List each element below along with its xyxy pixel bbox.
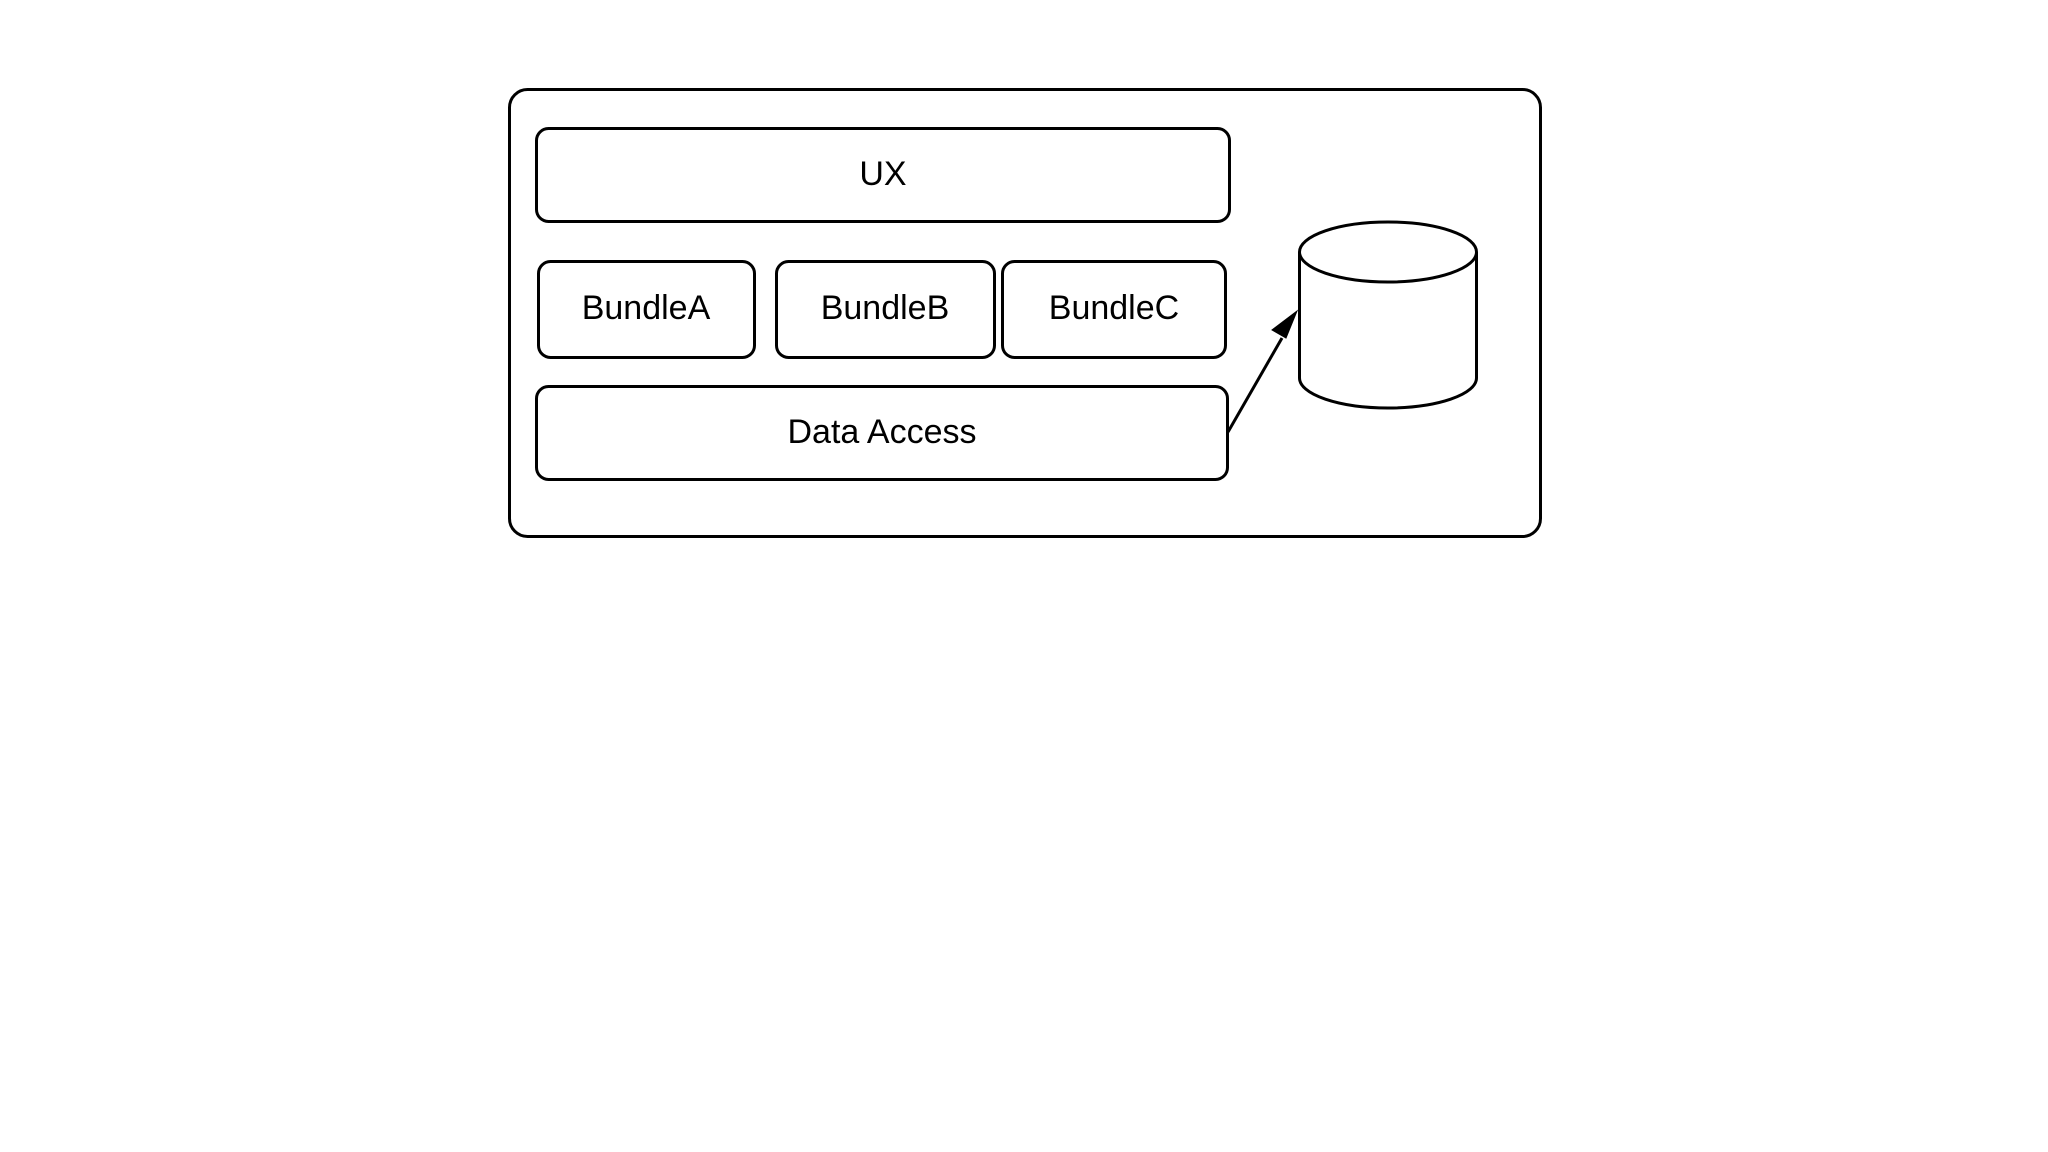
node-data-access-label: Data Access: [788, 413, 977, 451]
edge-data-access-to-database[interactable]: [1226, 309, 1299, 433]
node-data-access[interactable]: [535, 385, 1229, 481]
edge-line: [1226, 337, 1284, 433]
node-bundle-a-label: BundleA: [582, 289, 711, 327]
node-database-cylinder[interactable]: [1298, 220, 1478, 410]
node-bundle-b[interactable]: [775, 260, 996, 359]
node-bundle-a[interactable]: [537, 260, 756, 359]
node-bundle-c[interactable]: [1001, 260, 1227, 359]
node-bundle-b-label: BundleB: [821, 289, 950, 327]
node-ux[interactable]: [535, 127, 1231, 223]
database-cylinder-top-icon: [1298, 220, 1478, 284]
database-cylinder-body-icon: [1298, 252, 1478, 410]
node-ux-label: UX: [859, 155, 906, 193]
edge-arrowhead-icon: [1271, 309, 1299, 339]
node-bundle-c-label: BundleC: [1049, 289, 1179, 327]
